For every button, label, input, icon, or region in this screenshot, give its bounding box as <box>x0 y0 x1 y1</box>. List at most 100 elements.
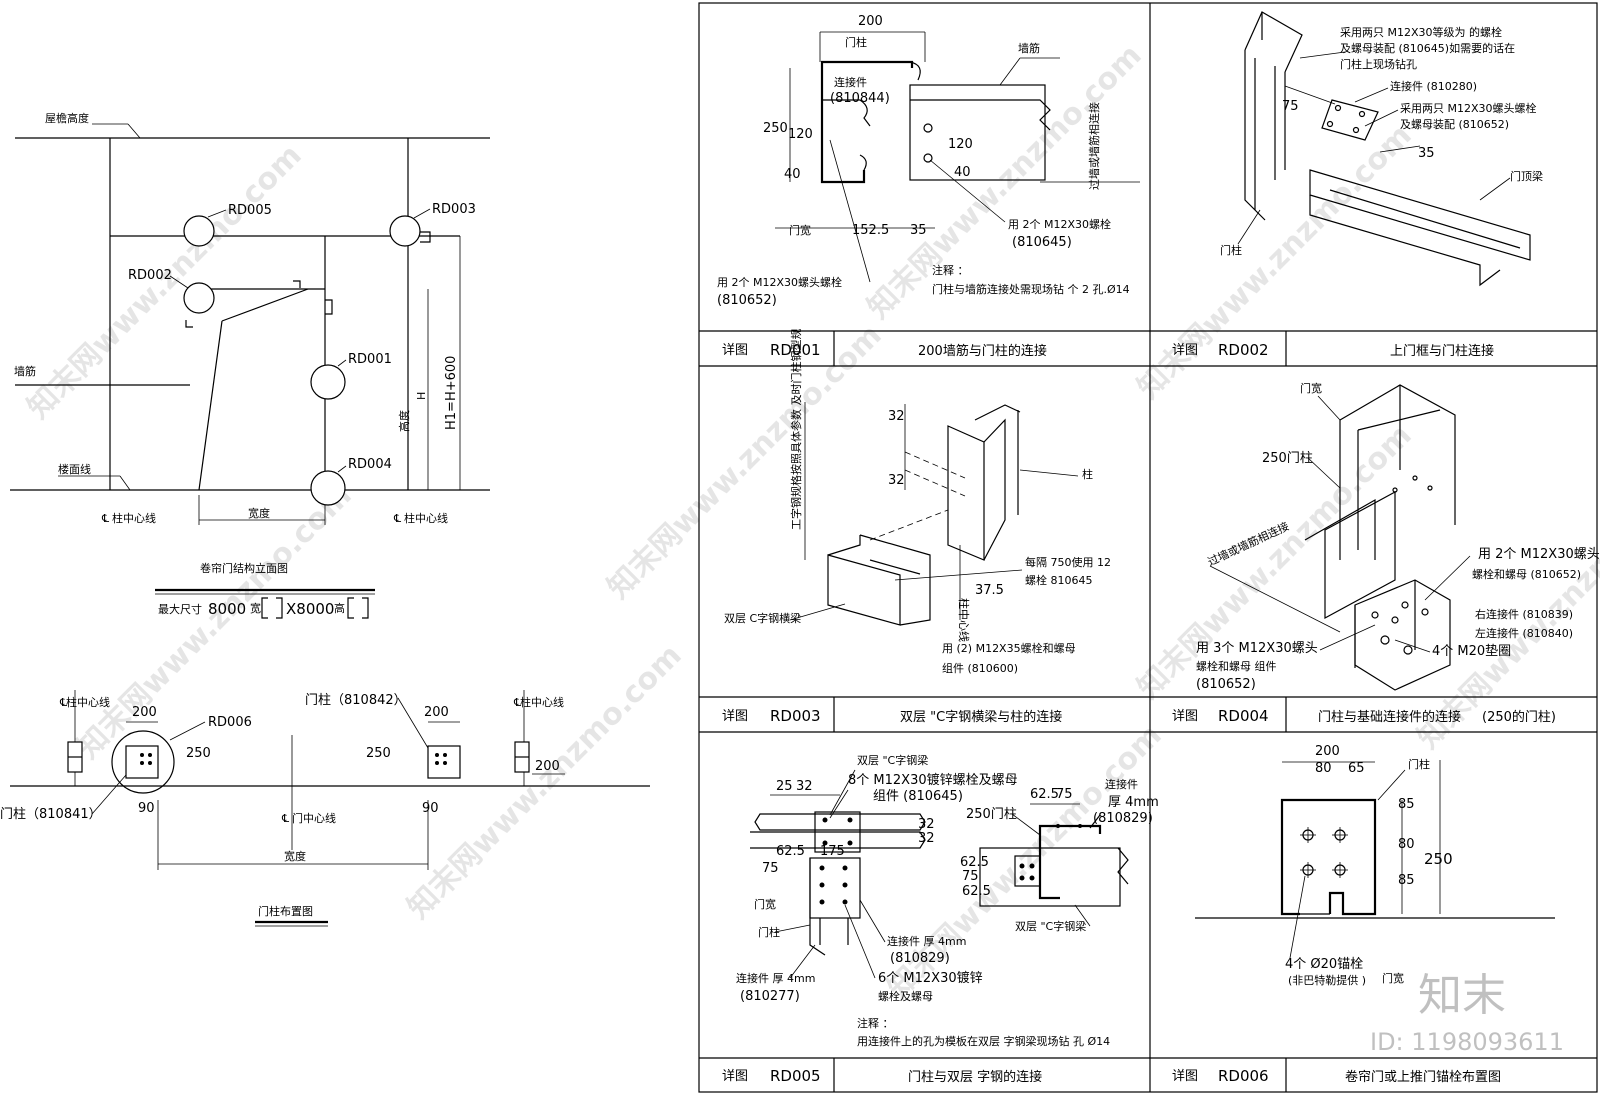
post-label: 门柱 <box>758 925 780 939</box>
dim-120: 120 <box>788 127 813 142</box>
brand-logo: 知末 <box>1418 970 1506 1021</box>
centerline-mark: ℄ <box>59 696 67 709</box>
bolt-a-note: 用 2个 M12X30螺栓 <box>1008 217 1111 231</box>
detail-rd005: 25 32 双层 "C字钢梁 8个 M12X30镀锌螺栓及螺母 组件 (8106… <box>722 753 1159 1085</box>
connector-4mm-b-label: 连接件 厚 4mm <box>736 972 815 985</box>
dim-90: 90 <box>422 801 439 816</box>
note-title: 注释 ： <box>857 1016 894 1030</box>
connector-code: (810844) <box>830 91 890 106</box>
connector-plate <box>1321 99 1379 141</box>
rd002-label: RD002 <box>128 268 172 283</box>
bolts-6-note: 6个 M12X30镀锌 <box>878 970 983 986</box>
detail-title: 上门框与门柱连接 <box>1390 343 1494 359</box>
column-label: 柱 <box>1082 467 1093 481</box>
detail-callout-rd002 <box>183 282 215 314</box>
rd005-label: RD005 <box>228 203 272 218</box>
detail-callout-rd003 <box>389 215 421 247</box>
centerline-mark: ℄ <box>393 512 401 525</box>
group-note: 组件 (810600) <box>942 661 1018 675</box>
connector-right-thickness: 厚 4mm <box>1108 795 1159 810</box>
connector-plate-side <box>809 857 861 919</box>
door-post-section <box>125 745 159 779</box>
dim-32: 32 <box>888 409 905 424</box>
dim-250: 250 <box>763 121 788 136</box>
detail-title: 门柱与双层 字钢的连接 <box>908 1069 1042 1085</box>
max-height-value: X8000 <box>286 600 334 618</box>
post-250-label: 250门柱 <box>966 807 1017 822</box>
dim-25: 25 <box>776 779 793 794</box>
col-center-left-label: 柱中心线 <box>112 511 156 525</box>
width-label: 宽度 <box>248 506 270 520</box>
image-id: ID: 1198093611 <box>1370 1028 1564 1056</box>
use-3b-note: 螺栓和螺母 组件 <box>1196 659 1277 673</box>
dim-120: 120 <box>948 137 973 152</box>
connector-4mm-b-code: (810277) <box>740 989 800 1004</box>
detail-code: RD005 <box>770 1067 821 1085</box>
door-center-label: 门中心线 <box>292 811 336 825</box>
dim-35: 35 <box>910 223 927 238</box>
column-flange <box>947 425 985 561</box>
note-line-3: 门柱上现场钻孔 <box>1340 57 1417 71</box>
dim-40: 40 <box>784 167 801 182</box>
post-outline <box>1280 798 1377 916</box>
wall-beam-section <box>909 84 1046 181</box>
dim-250: 250 <box>366 746 391 761</box>
watermark-text: 知末网www.znzmo.com <box>601 318 889 606</box>
h1-label: H1=H+600 <box>444 356 459 430</box>
c-beam-strip <box>754 813 926 831</box>
roof-height-label: 屋檐高度 <box>45 111 89 125</box>
dim-90: 90 <box>138 801 155 816</box>
base-plate <box>1324 490 1396 620</box>
every-note: 每隔 750使用 12 <box>1025 555 1111 569</box>
dim-62-5: 62.5 <box>776 844 805 859</box>
dim-62-5: 62.5 <box>1030 787 1059 802</box>
dim-75: 75 <box>1056 787 1073 802</box>
post-label: 门柱 <box>1408 757 1430 771</box>
bolt-a-code: (810645) <box>1012 235 1072 250</box>
connector-4mm-label: 连接件 厚 4mm <box>887 935 966 948</box>
dim-250: 250 <box>1424 850 1453 868</box>
detail-code: RD006 <box>1218 1067 1269 1085</box>
dim-32: 32 <box>918 817 935 832</box>
max-width-value: 8000 <box>208 600 246 618</box>
dim-40: 40 <box>954 165 971 180</box>
detail-callout-rd004 <box>310 470 346 506</box>
bolts-6b-note: 螺栓及螺母 <box>878 989 933 1003</box>
detail-tag: 详图 <box>722 343 748 358</box>
plan-width-label: 宽度 <box>284 849 306 863</box>
use-2-note: 用 2个 M12X30螺头 <box>1478 547 1600 562</box>
dim-200: 200 <box>1315 744 1340 759</box>
centerline-mark: ℄ <box>281 812 289 825</box>
detail-tag: 详图 <box>722 1069 748 1084</box>
note-title: 注释 ： <box>932 263 969 277</box>
dim-75: 75 <box>762 861 779 876</box>
door-width-label: 门宽 <box>1382 971 1404 985</box>
detail-code: RD003 <box>770 707 821 725</box>
dim-35: 35 <box>1418 146 1435 161</box>
right-connector-label: 右连接件 (810839) <box>1475 607 1573 621</box>
detail-code: RD004 <box>1218 707 1269 725</box>
dim-32: 32 <box>888 473 905 488</box>
note-text: 门柱与墙筋连接处需现场钻 个 2 孔.Ø14 <box>932 282 1130 296</box>
dim-80: 80 <box>1315 761 1332 776</box>
detail-title: 卷帘门或上推门锚栓布置图 <box>1345 1069 1501 1085</box>
left-connector-label: 左连接件 (810840) <box>1475 627 1573 640</box>
beam-2-label: 双层 "C字钢梁 <box>1015 919 1086 933</box>
bolts-8-note: 8个 M12X30镀锌螺栓及螺母 <box>848 772 1018 788</box>
top-beam-label: 门顶梁 <box>1510 169 1543 183</box>
anchor-note: 4个 Ø20锚栓 <box>1285 957 1363 972</box>
dim-200: 200 <box>858 14 883 29</box>
height-label: H <box>415 392 428 400</box>
dim-200: 200 <box>132 705 157 720</box>
dim-75: 75 <box>962 869 979 884</box>
note-line-2: 及螺母装配 (810645)如需要的话在 <box>1340 41 1515 55</box>
detail-callout-rd005 <box>183 215 215 247</box>
detail-title: 200墙筋与门柱的连接 <box>918 343 1047 359</box>
detail-rd006: 200 80 65 门柱 85 80 85 250 4个 Ø20锚栓 (非巴特勒… <box>1172 744 1555 1085</box>
use-3c-note: (810652) <box>1196 677 1256 692</box>
plan-title: 门柱布置图 <box>258 904 313 918</box>
dim-200: 200 <box>535 759 560 774</box>
bolts-8b-note: 组件 (810645) <box>873 789 963 804</box>
brand-watermark: 知末 ID: 1198093611 <box>1370 970 1564 1056</box>
